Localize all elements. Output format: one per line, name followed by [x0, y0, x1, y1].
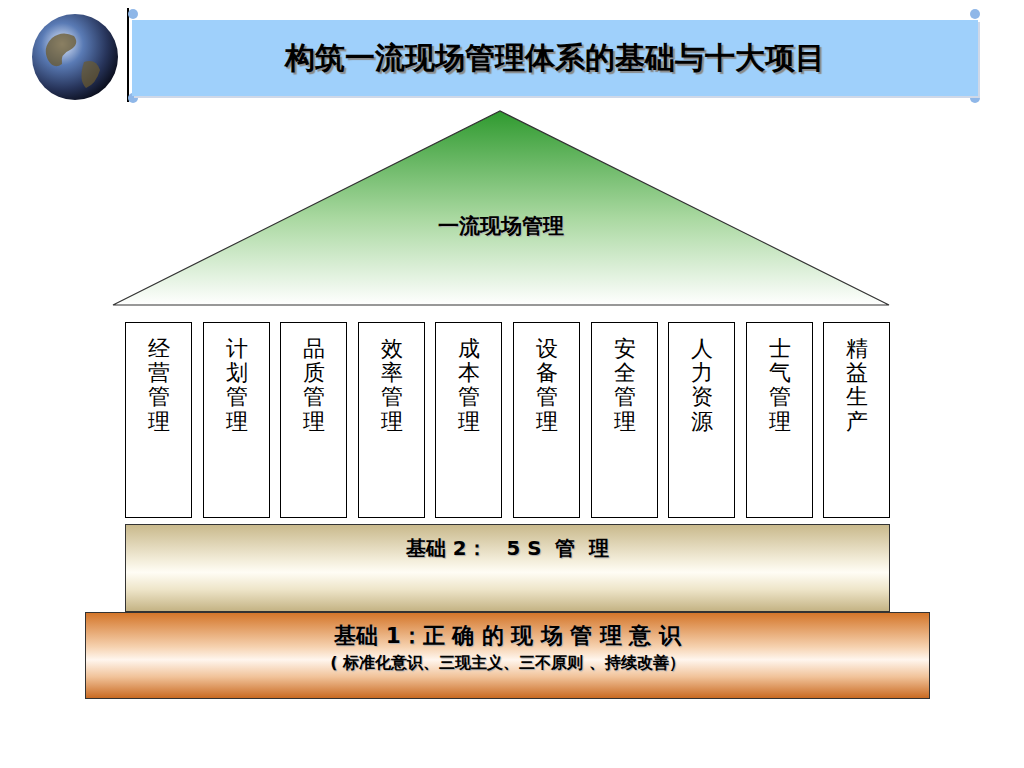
pillar-label: 人力资源 [691, 337, 713, 434]
roof-label: 一流现场管理 [112, 212, 890, 240]
foundation-title: 基础 1：正 确 的 现 场 管 理 意 识 [86, 621, 929, 651]
pillar-label: 设备管理 [536, 337, 558, 434]
roof-shape [112, 110, 890, 306]
pillar-label: 效率管理 [381, 337, 403, 434]
corner-dot [128, 9, 138, 19]
title-text: 构筑一流现场管理体系的基础与十大项目 [285, 38, 825, 79]
pillar-box: 安全管理 [591, 322, 658, 518]
pillar-box: 品质管理 [280, 322, 347, 518]
pillar-label: 成本管理 [458, 337, 480, 434]
foundation-detail: ( 标准化意识、三现主义、三不原则 、持续改善） [86, 651, 929, 675]
pillar-label: 安全管理 [614, 337, 636, 434]
foundation-band-2: 基础 2： 5 S 管 理 [125, 524, 890, 612]
pillar-label: 经营管理 [148, 337, 170, 434]
globe-icon [32, 14, 118, 100]
rule-line [127, 8, 129, 102]
pillar-label: 计划管理 [226, 337, 248, 434]
roof-triangle: 一流现场管理 [112, 110, 890, 306]
foundation-band-1: 基础 1：正 确 的 现 场 管 理 意 识( 标准化意识、三现主义、三不原则 … [85, 612, 930, 699]
pillar-box: 经营管理 [125, 322, 192, 518]
pillar-box: 效率管理 [358, 322, 425, 518]
pillar-label: 品质管理 [303, 337, 325, 434]
pillar-box: 人力资源 [668, 322, 735, 518]
title-banner: 构筑一流现场管理体系的基础与十大项目 [132, 20, 978, 96]
pillar-box: 计划管理 [203, 322, 270, 518]
pillar-label: 精益生产 [846, 337, 868, 434]
corner-dot [970, 9, 980, 19]
pillar-box: 士气管理 [746, 322, 813, 518]
foundation-title: 基础 2： 5 S 管 理 [126, 535, 889, 563]
pillar-box: 设备管理 [513, 322, 580, 518]
pillar-box: 精益生产 [823, 322, 890, 518]
pillar-box: 成本管理 [435, 322, 502, 518]
pillar-label: 士气管理 [769, 337, 791, 434]
